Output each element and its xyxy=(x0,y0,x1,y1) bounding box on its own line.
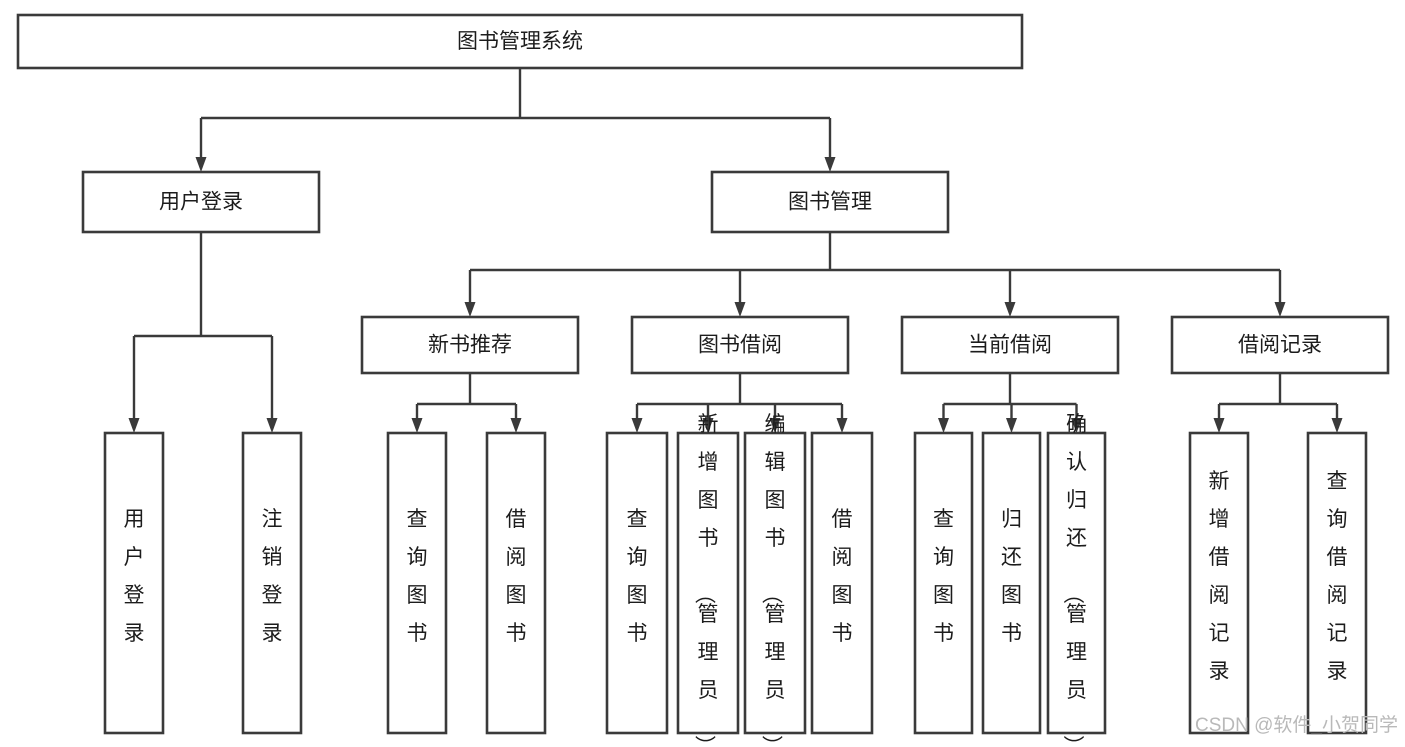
node-box xyxy=(16,13,1024,70)
node-box xyxy=(676,431,740,735)
node-layer: 图书管理系统用户登录图书管理新书推荐图书借阅当前借阅借阅记录用户登录注销登录查询… xyxy=(16,13,1390,747)
node-leaf-borrow-book-2[interactable]: 借阅图书 xyxy=(810,431,874,735)
node-label: 查询图书 xyxy=(933,508,954,645)
arrow-head-icon xyxy=(1006,418,1017,433)
node-label: 编辑图书（管理员） xyxy=(760,413,786,747)
arrow-head-icon xyxy=(836,418,848,433)
arrow-head-icon xyxy=(195,157,207,172)
arrow-head-icon xyxy=(1004,302,1016,317)
node-leaf-query-book-2[interactable]: 查询图书 xyxy=(605,431,669,735)
arrow-head-icon xyxy=(411,418,423,433)
node-box xyxy=(360,315,580,375)
node-leaf-logout[interactable]: 注销登录 xyxy=(241,431,303,735)
node-label: 图书管理系统 xyxy=(457,30,583,53)
node-leaf-borrow-book-1[interactable]: 借阅图书 xyxy=(485,431,547,735)
node-book-borrow[interactable]: 图书借阅 xyxy=(630,315,850,375)
node-leaf-query-book-3[interactable]: 查询图书 xyxy=(913,431,974,735)
arrow-head-icon xyxy=(702,418,714,433)
connector-layer xyxy=(128,68,1343,433)
node-box xyxy=(386,431,448,735)
arrow-head-icon xyxy=(464,302,476,317)
node-label: 注销登录 xyxy=(262,508,283,645)
arrow-head-icon xyxy=(266,418,278,433)
node-leaf-confirm-return[interactable]: 确认归还（管理员） xyxy=(1046,413,1107,747)
node-box xyxy=(630,315,850,375)
node-label: 确认归还（管理员） xyxy=(1061,413,1087,747)
arrow-head-icon xyxy=(1274,302,1286,317)
arrow-head-icon xyxy=(1331,418,1343,433)
node-label: 查询借阅记录 xyxy=(1327,470,1348,683)
node-box xyxy=(900,315,1120,375)
node-label: 新增图书（管理员） xyxy=(693,413,719,747)
arrow-head-icon xyxy=(734,302,746,317)
node-box xyxy=(1170,315,1390,375)
arrow-head-icon xyxy=(769,418,781,433)
arrow-head-icon xyxy=(1213,418,1225,433)
node-box xyxy=(743,431,807,735)
node-label: 查询图书 xyxy=(627,508,648,645)
arrow-head-icon xyxy=(938,418,949,433)
node-box xyxy=(605,431,669,735)
node-label: 用户登录 xyxy=(124,508,145,645)
csdn-watermark: CSDN @软件_小贺同学 xyxy=(1195,714,1398,736)
node-leaf-return-book[interactable]: 归还图书 xyxy=(981,431,1042,735)
node-leaf-add-book[interactable]: 新增图书（管理员） xyxy=(676,413,740,747)
node-root[interactable]: 图书管理系统 xyxy=(16,13,1024,70)
node-leaf-query-book-1[interactable]: 查询图书 xyxy=(386,431,448,735)
node-user-login[interactable]: 用户登录 xyxy=(81,170,321,234)
node-label: 用户登录 xyxy=(159,191,243,214)
node-label: 查询图书 xyxy=(407,508,428,645)
arrow-head-icon xyxy=(824,157,836,172)
node-leaf-add-record[interactable]: 新增借阅记录 xyxy=(1188,431,1250,735)
arrow-head-icon xyxy=(128,418,140,433)
node-current-borrow[interactable]: 当前借阅 xyxy=(900,315,1120,375)
node-book-manage[interactable]: 图书管理 xyxy=(710,170,950,234)
node-box xyxy=(913,431,974,735)
node-label: 借阅图书 xyxy=(506,508,527,645)
node-box xyxy=(1188,431,1250,735)
node-box xyxy=(981,431,1042,735)
node-label: 图书管理 xyxy=(788,191,872,214)
node-box xyxy=(241,431,303,735)
node-label: 借阅记录 xyxy=(1238,334,1322,357)
node-label: 图书借阅 xyxy=(698,334,782,357)
node-box xyxy=(1306,431,1368,735)
node-leaf-user-login[interactable]: 用户登录 xyxy=(103,431,165,735)
node-borrow-record[interactable]: 借阅记录 xyxy=(1170,315,1390,375)
arrow-head-icon xyxy=(510,418,522,433)
arrow-head-icon xyxy=(1071,418,1082,433)
node-new-book-rec[interactable]: 新书推荐 xyxy=(360,315,580,375)
node-box xyxy=(810,431,874,735)
node-box xyxy=(710,170,950,234)
node-label: 新增借阅记录 xyxy=(1209,470,1230,683)
node-box xyxy=(103,431,165,735)
node-label: 借阅图书 xyxy=(832,508,853,645)
node-leaf-edit-book[interactable]: 编辑图书（管理员） xyxy=(743,413,807,747)
node-label: 归还图书 xyxy=(1001,508,1022,645)
node-label: 当前借阅 xyxy=(968,334,1052,357)
node-box xyxy=(1046,431,1107,735)
node-leaf-query-record[interactable]: 查询借阅记录 xyxy=(1306,431,1368,735)
node-box xyxy=(485,431,547,735)
node-box xyxy=(81,170,321,234)
arrow-head-icon xyxy=(631,418,643,433)
node-label: 新书推荐 xyxy=(428,334,512,357)
